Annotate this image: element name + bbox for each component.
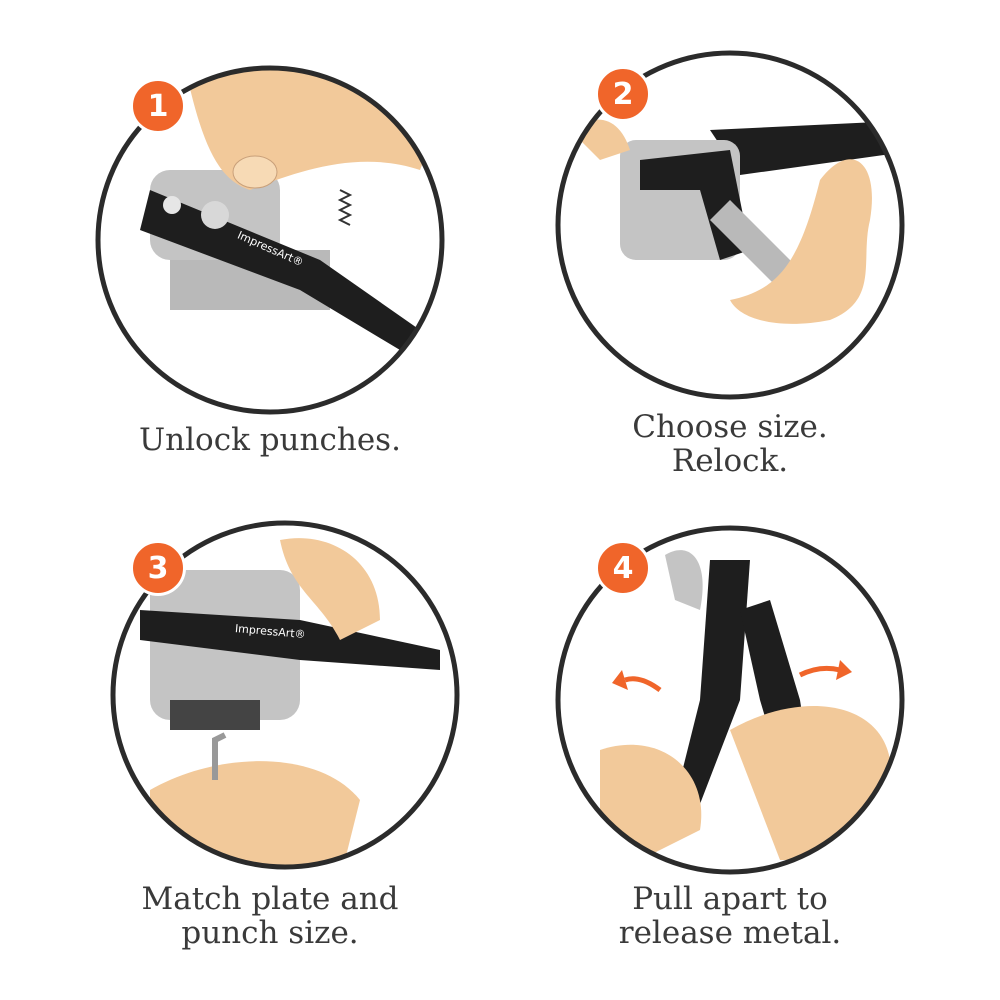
hand-icon xyxy=(180,68,440,190)
step-2-panel: 2 Choose size. Relock. xyxy=(500,0,1000,500)
caption-line: release metal. xyxy=(618,915,842,951)
step-2-illustration xyxy=(555,50,905,400)
step-1-illustration xyxy=(95,65,445,415)
caption-line: Unlock punches. xyxy=(139,422,401,458)
step-4-badge: 4 xyxy=(595,540,651,596)
step-1-caption: Unlock punches. xyxy=(20,423,520,457)
step-3-panel: ImpressArt® 3 Match plate and punch size… xyxy=(0,500,500,1000)
hand-icon xyxy=(280,538,380,640)
step-1-ring xyxy=(95,65,445,415)
step-2-caption: Choose size. Relock. xyxy=(480,410,980,478)
punch-lever xyxy=(140,190,420,350)
hand-icon xyxy=(730,159,872,324)
arrow-left-icon xyxy=(624,676,662,693)
punch-lever xyxy=(670,560,750,830)
step-4-panel: 4 Pull apart to release metal. xyxy=(500,500,1000,1000)
step-3-ring xyxy=(110,520,460,870)
caption-line: Relock. xyxy=(671,443,789,479)
caption-line: Choose size. xyxy=(632,409,828,445)
hand-icon xyxy=(730,706,890,860)
arrow-right-icon xyxy=(798,665,841,678)
step-3-badge: 3 xyxy=(130,540,186,596)
step-4-illustration xyxy=(555,525,905,875)
caption-line: Pull apart to xyxy=(632,881,828,917)
step-4-caption: Pull apart to release metal. xyxy=(480,882,980,950)
step-3-caption: Match plate and punch size. xyxy=(20,882,520,950)
step-3-illustration xyxy=(110,520,460,870)
step-2-ring xyxy=(555,50,905,400)
step-2-badge: 2 xyxy=(595,66,651,122)
step-4-ring xyxy=(555,525,905,875)
step-1-badge: 1 xyxy=(130,78,186,134)
step-1-panel: ImpressArt® 1 Unlock punches. xyxy=(0,0,500,500)
punch-lever xyxy=(140,610,440,670)
caption-line: punch size. xyxy=(181,915,359,951)
caption-line: Match plate and xyxy=(141,881,399,917)
